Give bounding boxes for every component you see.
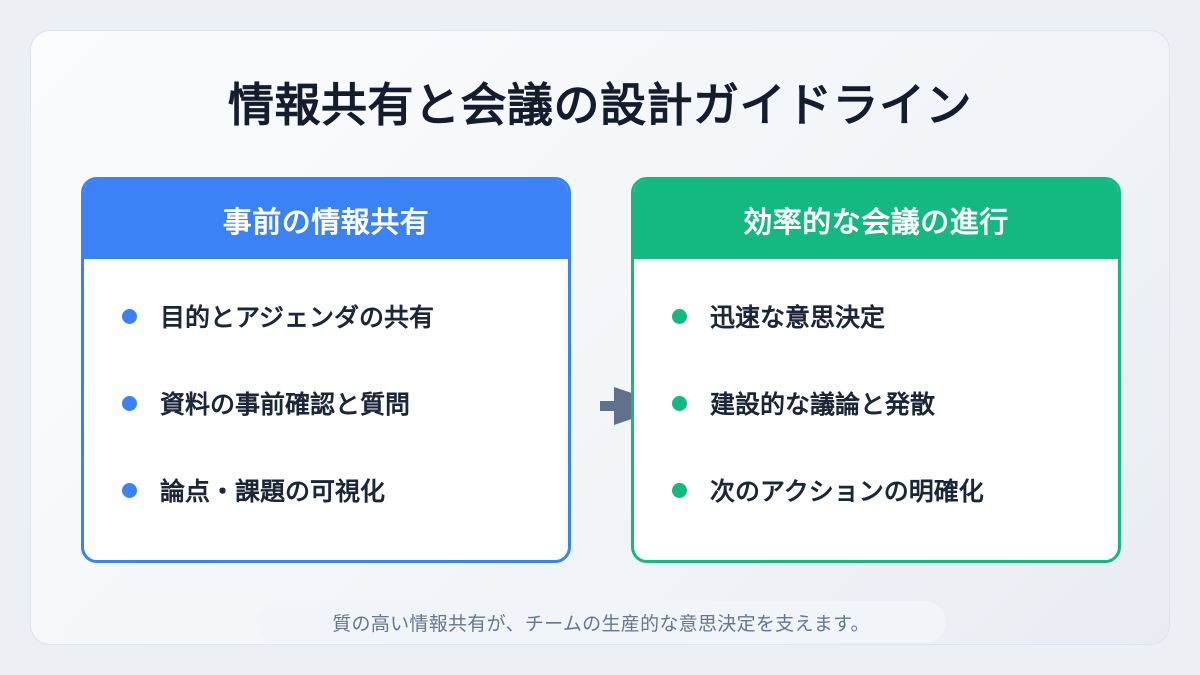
bullet-dot-icon xyxy=(672,482,687,498)
list-item-label: 迅速な意思決定 xyxy=(710,304,886,332)
list-item-label: 資料の事前確認と質問 xyxy=(160,391,411,419)
list-item: 目的とアジェンダの共有 xyxy=(84,293,568,339)
card-body-pre-meeting-sharing: 目的とアジェンダの共有 資料の事前確認と質問 論点・課題の可視化 xyxy=(84,259,568,513)
bullet-dot-icon xyxy=(122,395,137,411)
list-item-label: 建設的な議論と発散 xyxy=(710,391,936,419)
slide-panel: 情報共有と会議の設計ガイドライン 事前の情報共有 目的とアジェンダの共有 資料の… xyxy=(30,30,1170,645)
list-item-label: 次のアクションの明確化 xyxy=(710,478,984,506)
list-item-label: 目的とアジェンダの共有 xyxy=(160,304,435,332)
bullet-dot-icon xyxy=(122,308,137,324)
list-item: 論点・課題の可視化 xyxy=(84,467,568,513)
card-header-efficient-meeting: 効率的な会議の進行 xyxy=(634,180,1118,259)
footer-note: 質の高い情報共有が、チームの生産的な意思決定を支えます。 xyxy=(256,601,946,643)
card-efficient-meeting: 効率的な会議の進行 迅速な意思決定 建設的な議論と発散 次のアクションの明確化 xyxy=(631,177,1121,563)
page-title: 情報共有と会議の設計ガイドライン xyxy=(228,79,972,131)
list-item: 資料の事前確認と質問 xyxy=(84,380,568,426)
bullet-dot-icon xyxy=(122,482,137,498)
card-pre-meeting-sharing: 事前の情報共有 目的とアジェンダの共有 資料の事前確認と質問 論点・課題の可視化 xyxy=(81,177,571,563)
cards-container: 事前の情報共有 目的とアジェンダの共有 資料の事前確認と質問 論点・課題の可視化 xyxy=(81,177,1121,563)
bullet-dot-icon xyxy=(672,308,687,324)
list-item: 次のアクションの明確化 xyxy=(634,467,1118,513)
list-item: 迅速な意思決定 xyxy=(634,293,1118,339)
list-item: 建設的な議論と発散 xyxy=(634,380,1118,426)
bullet-dot-icon xyxy=(672,395,687,411)
footer-note-label: 質の高い情報共有が、チームの生産的な意思決定を支えます。 xyxy=(332,613,870,635)
card-body-efficient-meeting: 迅速な意思決定 建設的な議論と発散 次のアクションの明確化 xyxy=(634,259,1118,513)
list-item-label: 論点・課題の可視化 xyxy=(160,478,386,506)
card-header-pre-meeting-sharing: 事前の情報共有 xyxy=(84,180,568,259)
